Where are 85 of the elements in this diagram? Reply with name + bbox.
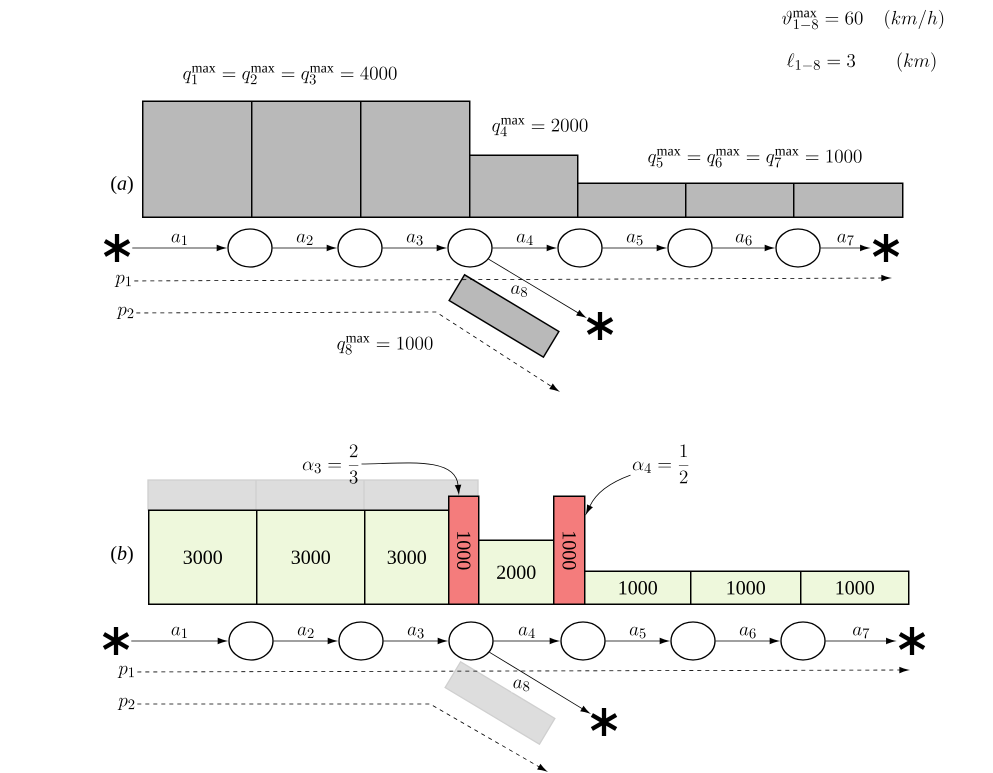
junction-circle <box>780 621 826 661</box>
capacity-bar <box>577 182 686 218</box>
edge-label: $a_8$ <box>509 284 530 298</box>
arrow <box>820 244 870 252</box>
path-label: $p_1$ <box>118 666 134 678</box>
arrow <box>712 244 774 252</box>
path-label: $p_2$ <box>118 698 134 710</box>
flow-bar: 2000 <box>478 540 554 605</box>
edge-label: $a_4$ <box>516 626 538 640</box>
edge-label: $a_7$ <box>835 232 856 246</box>
formula-label: $\ell_{1-8}=3\qquad(km)$ <box>786 52 936 72</box>
formula-label: $\vartheta_{1-8}^{\max}=60\quad(km/h)$ <box>782 10 944 30</box>
capacity-bar <box>793 182 904 218</box>
path-label: $p_1$ <box>114 274 131 287</box>
edge-label: $a_3$ <box>404 232 426 246</box>
arrow <box>272 244 336 252</box>
junction-circle <box>338 621 384 661</box>
path-arrow <box>134 274 890 282</box>
flow-bar: 1000 <box>690 570 802 605</box>
arrow <box>492 244 556 252</box>
flow-bar: 1000 <box>800 570 910 605</box>
edge-label: $a_5$ <box>624 232 646 246</box>
arrow <box>605 638 669 644</box>
asterisk-symbol <box>104 234 130 262</box>
asterisk-symbol <box>898 627 926 655</box>
asterisk-symbol <box>102 627 130 655</box>
capacity-bar <box>685 182 794 218</box>
junction-circle <box>448 621 494 661</box>
flow-bar: 3000 <box>148 510 258 605</box>
edge-label: $a_5$ <box>628 626 648 640</box>
path-arrow <box>136 704 547 772</box>
flow-bar: 1000 <box>448 496 480 605</box>
leader-arrow <box>586 474 631 514</box>
arrow <box>382 244 446 252</box>
asterisk-symbol <box>872 234 900 262</box>
ratio-label: $\alpha_4=\frac{1}{2}$ <box>632 444 688 484</box>
formula-label: $q_8^{\max}=1000$ <box>337 336 432 354</box>
arrow <box>132 244 226 252</box>
edge-label: $a_7$ <box>850 626 872 640</box>
formula-label: $q_4^{\max}=2000$ <box>492 118 588 136</box>
path-arrow <box>136 312 559 392</box>
arrow <box>383 638 447 644</box>
arrow <box>273 638 337 644</box>
leader-arrow <box>361 462 462 494</box>
edge-label: $a_2$ <box>294 232 316 246</box>
junction-circle <box>447 228 493 268</box>
junction-circle <box>670 621 716 661</box>
junction-circle <box>337 228 383 268</box>
arrow <box>130 638 227 644</box>
flow-bar: 3000 <box>364 510 450 605</box>
edge-label: $a_4$ <box>514 232 536 246</box>
edge-label: $a_6$ <box>738 626 758 640</box>
arrow <box>489 652 590 714</box>
edge-label: $a_1$ <box>170 626 190 640</box>
junction-circle <box>557 228 603 268</box>
capacity-bar <box>142 100 252 218</box>
formula-label: $q_5^{\max}=q_6^{\max}=q_7^{\max}=1000$ <box>648 148 862 168</box>
path-label: $p_2$ <box>116 306 134 319</box>
path-arrow <box>136 666 908 674</box>
flow-bar: 1000 <box>584 570 692 605</box>
capacity-bar <box>469 154 578 218</box>
junction-circle <box>228 621 274 661</box>
edge-label: $a_2$ <box>296 626 316 640</box>
edge-label: $a_1$ <box>170 232 190 246</box>
formula-label: $q_1^{\max}=q_2^{\max}=q_3^{\max}=4000$ <box>183 66 397 84</box>
ratio-label: $\alpha_3=\frac{2}{3}$ <box>302 444 358 484</box>
flow-bar: 1000 <box>553 496 586 605</box>
arrow <box>715 638 779 644</box>
junction-circle <box>775 228 821 268</box>
arrow <box>825 638 896 644</box>
junction-circle <box>667 228 713 268</box>
arrow <box>602 244 666 252</box>
edge-label: $a_8$ <box>511 678 532 692</box>
junction-circle <box>227 228 273 268</box>
junction-circle <box>560 621 606 661</box>
asterisk-symbol <box>586 312 614 340</box>
capacity-bar <box>251 100 362 218</box>
asterisk-symbol <box>590 708 618 736</box>
flow-bar: 3000 <box>256 510 366 605</box>
edge-label: $a_6$ <box>734 232 754 246</box>
panel-label: (a) <box>111 176 133 194</box>
arrow <box>493 638 559 644</box>
edge-label: $a_3$ <box>406 626 426 640</box>
capacity-bar <box>360 100 470 218</box>
arrow <box>488 258 586 318</box>
